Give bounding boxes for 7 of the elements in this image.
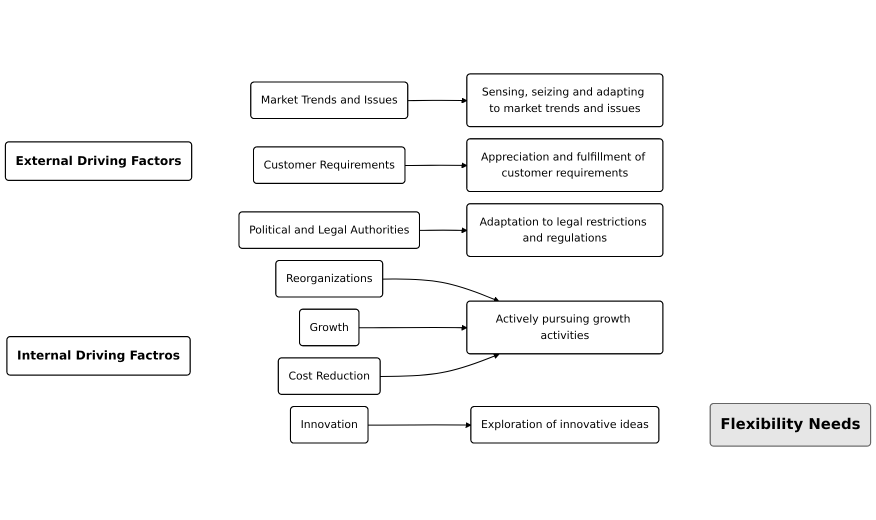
- arrow: [405, 162, 468, 168]
- arrow: [420, 227, 468, 234]
- arrow: [359, 324, 468, 331]
- arrow: [408, 98, 468, 104]
- arrow: [380, 353, 500, 377]
- arrow: [383, 278, 500, 302]
- arrow: [368, 422, 472, 428]
